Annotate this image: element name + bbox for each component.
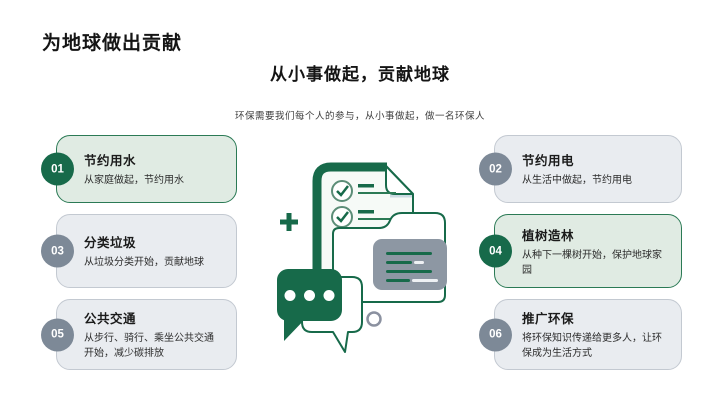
step-title: 植树造林 <box>522 228 575 243</box>
step-description: 从家庭做起，节约用水 <box>84 175 184 186</box>
step-description: 从步行、骑行、乘坐公共交通开始，减少碳排放 <box>84 333 214 359</box>
step-title: 节约用电 <box>522 154 575 168</box>
step-description: 从垃圾分类开始，贡献地球 <box>84 257 204 268</box>
step-card-05: 05 公共交通 从步行、骑行、乘坐公共交通开始，减少碳排放 <box>41 299 237 370</box>
step-title: 节约用水 <box>84 154 137 168</box>
circle-dot-icon <box>366 311 382 327</box>
chat-bubble-icon <box>277 269 363 353</box>
page-title: 为地球做出贡献 <box>42 33 183 54</box>
step-number-badge: 01 <box>41 152 74 186</box>
step-card-06: 06 推广环保 将环保知识传递给更多人，让环保成为生活方式 <box>479 299 682 370</box>
step-number-badge: 05 <box>41 318 74 351</box>
step-number-badge: 03 <box>41 234 74 268</box>
tagline: 环保需要我们每个人的参与，从小事做起，做一名环保人 <box>234 111 485 122</box>
step-description: 从生活中做起，节约用电 <box>522 175 632 186</box>
plus-icon <box>280 213 298 231</box>
step-title: 分类垃圾 <box>84 236 137 250</box>
step-description: 将环保知识传递给更多人，让环保成为生活方式 <box>522 333 662 359</box>
step-description: 从种下一棵树开始，保护地球家园 <box>522 249 662 276</box>
step-number-badge: 02 <box>479 152 512 186</box>
step-card-02: 02 节约用电 从生活中做起，节约用电 <box>479 135 682 203</box>
section-title: 从小事做起，贡献地球 <box>270 65 450 84</box>
step-card-01: 01 节约用水 从家庭做起，节约用水 <box>41 135 237 203</box>
steps-column-right: 02 节约用电 从生活中做起，节约用电 04 植树造林 从种下一棵树开始，保护地… <box>479 135 682 381</box>
step-title: 公共交通 <box>84 312 137 326</box>
eco-checklist-illustration <box>277 162 447 353</box>
step-card-03: 03 分类垃圾 从垃圾分类开始，贡献地球 <box>41 214 237 288</box>
step-number-badge: 04 <box>479 234 512 268</box>
step-title: 推广环保 <box>522 312 575 326</box>
step-card-04: 04 植树造林 从种下一棵树开始，保护地球家园 <box>479 214 682 288</box>
step-number-badge: 06 <box>479 318 512 351</box>
steps-column-left: 01 节约用水 从家庭做起，节约用水 03 分类垃圾 从垃圾分类开始，贡献地球 … <box>41 135 237 381</box>
